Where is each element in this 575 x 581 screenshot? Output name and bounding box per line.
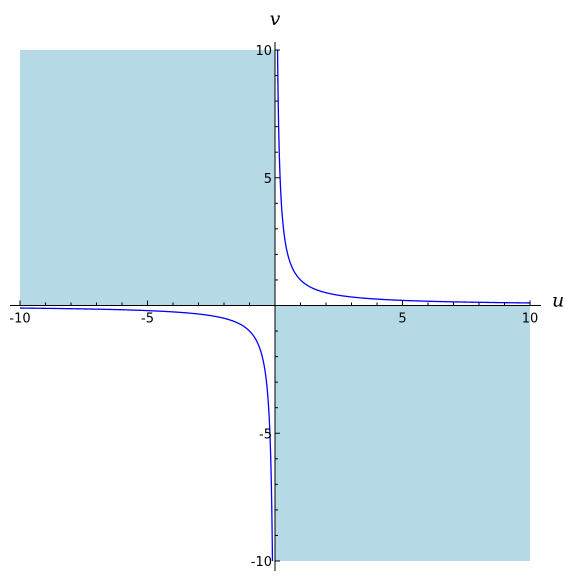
y-tick-label: -10 (251, 555, 272, 570)
y-tick-label: 10 (255, 44, 272, 59)
shaded-regions (20, 50, 530, 561)
x-tick-label: -5 (141, 312, 154, 327)
y-tick-label: 5 (264, 172, 272, 187)
shaded-region-1 (20, 50, 275, 306)
curve-branch-positive (276, 49, 531, 304)
shaded-region-2 (275, 305, 530, 561)
x-tick-label: -10 (9, 312, 30, 327)
x-axis-label: u (552, 290, 564, 312)
x-tick-label: 10 (522, 312, 539, 327)
curves (19, 49, 531, 562)
y-tick-label: -5 (259, 427, 272, 442)
curve-branch-negative (19, 307, 274, 562)
axis-ticks (19, 49, 531, 562)
x-tick-label: 5 (398, 312, 406, 327)
tick-labels: -10 -5 5 10 10 5 -5 -10 (9, 44, 538, 570)
y-axis-label: v (270, 8, 281, 30)
axes: -10 -5 5 10 10 5 -5 -10 u v (9, 8, 564, 571)
